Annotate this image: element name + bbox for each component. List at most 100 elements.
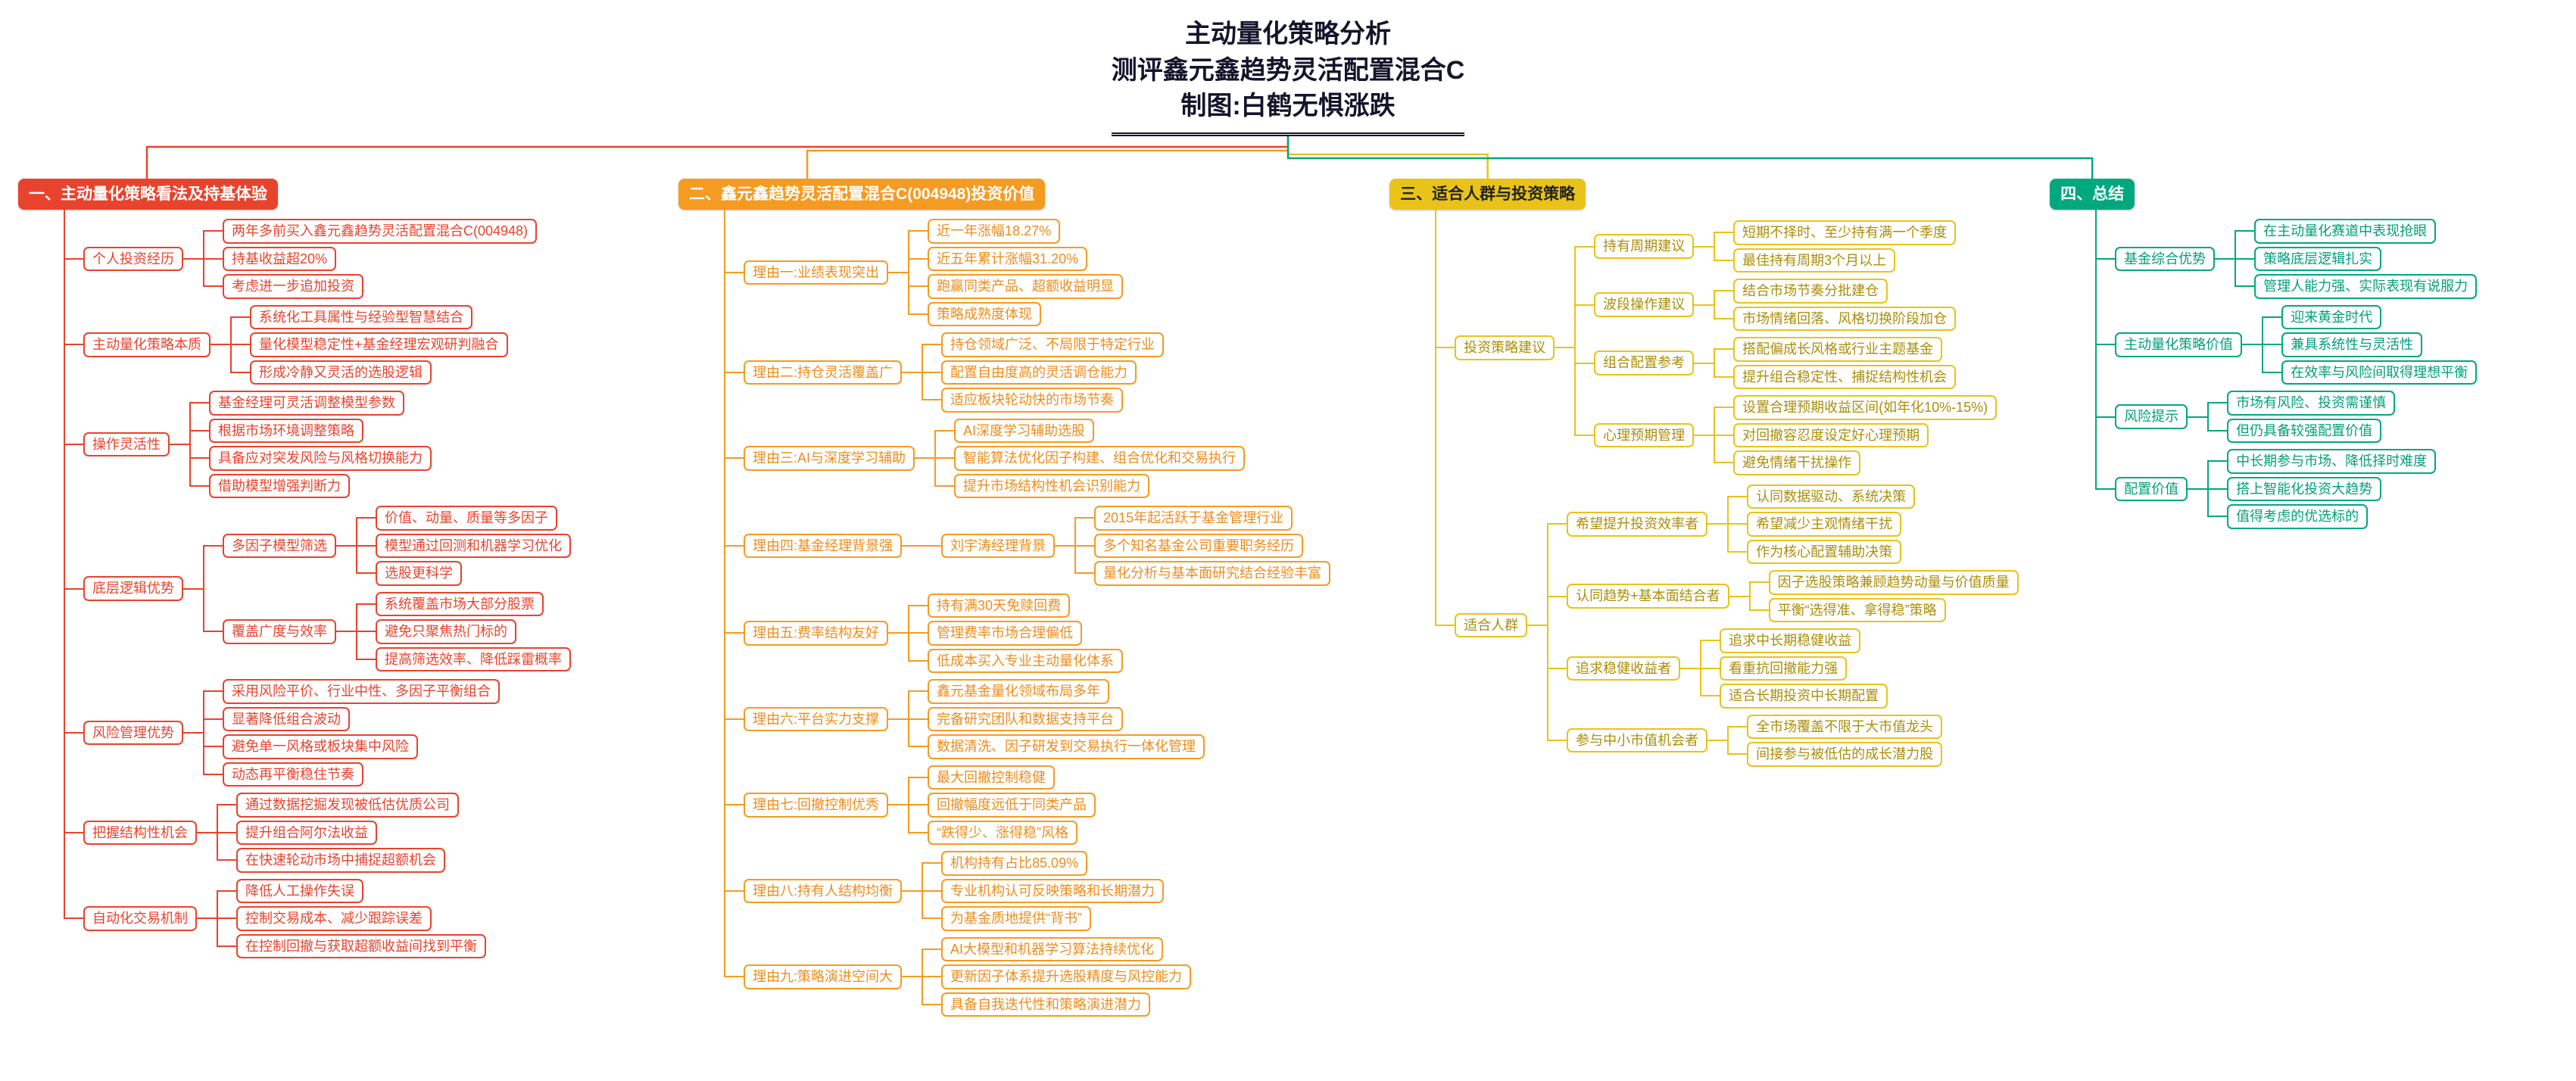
mindmap-node[interactable]: 模型通过回测和机器学习优化	[376, 533, 571, 559]
mindmap-node[interactable]: 通过数据挖掘发现被低估优质公司	[236, 793, 459, 818]
mindmap-node[interactable]: 基金综合优势	[2115, 246, 2216, 272]
mindmap-node[interactable]: 在快速轮动市场中捕捉超额机会	[236, 848, 445, 873]
mindmap-node[interactable]: 作为核心配置辅助决策	[1747, 539, 1902, 565]
mindmap-node[interactable]: 持基收益超20%	[223, 246, 337, 272]
mindmap-node[interactable]: 控制交易成本、减少跟踪误差	[236, 906, 432, 931]
mindmap-node[interactable]: 主动量化策略价值	[2115, 332, 2243, 357]
mindmap-node[interactable]: 理由八:持有人结构均衡	[744, 878, 903, 904]
mindmap-node[interactable]: 系统化工具属性与经验型智慧结合	[250, 304, 472, 330]
mindmap-node[interactable]: 降低人工操作失误	[236, 878, 363, 904]
mindmap-node[interactable]: 理由九:策略演进空间大	[744, 964, 903, 989]
mindmap-node[interactable]: 避免单一风格或板块集中风险	[223, 734, 418, 759]
mindmap-node[interactable]: 回撤幅度远低于同类产品	[928, 793, 1096, 818]
mindmap-node[interactable]: 把握结构性机会	[83, 820, 197, 846]
mindmap-node[interactable]: 因子选股策略兼顾趋势动量与价值质量	[1768, 570, 2019, 595]
mindmap-node[interactable]: 间接参与被低估的成长潜力股	[1747, 742, 1943, 767]
mindmap-node[interactable]: 值得考虑的优选标的	[2227, 504, 2369, 529]
mindmap-node[interactable]: 组合配置参考	[1594, 350, 1695, 375]
mindmap-node[interactable]: 近一年涨幅18.27%	[928, 219, 1061, 244]
mindmap-node[interactable]: 策略底层逻辑扎实	[2254, 246, 2382, 272]
mindmap-node[interactable]: 价值、动量、质量等多因子	[376, 506, 557, 531]
branch-root-node[interactable]: 一、主动量化策略看法及持基体验	[18, 178, 278, 210]
mindmap-node[interactable]: 多个知名基金公司重要职务经历	[1094, 533, 1304, 559]
mindmap-node[interactable]: 近五年累计涨幅31.20%	[928, 246, 1088, 272]
mindmap-node[interactable]: 刘宇涛经理背景	[941, 533, 1056, 559]
branch-root-node[interactable]: 二、鑫元鑫趋势灵活配置混合C(004948)投资价值	[678, 178, 1046, 210]
mindmap-node[interactable]: 全市场覆盖不限于大市值龙头	[1747, 714, 1943, 740]
mindmap-node[interactable]: 更新因子体系提升选股精度与风控能力	[941, 964, 1192, 989]
mindmap-node[interactable]: 策略成熟度体现	[928, 301, 1042, 327]
mindmap-node[interactable]: 但仍具备较强配置价值	[2227, 418, 2382, 444]
mindmap-node[interactable]: 具备应对突发风险与风格切换能力	[209, 446, 432, 471]
mindmap-node[interactable]: 短期不择时、至少持有满一个季度	[1733, 220, 1957, 245]
mindmap-node[interactable]: 动态再平衡稳住节奏	[223, 762, 363, 787]
mindmap-node[interactable]: 选股更科学	[376, 561, 462, 586]
mindmap-node[interactable]: 适合人群	[1455, 612, 1528, 638]
mindmap-node[interactable]: 根据市场环境调整策略	[209, 418, 363, 444]
mindmap-node[interactable]: 投资策略建议	[1455, 335, 1555, 360]
mindmap-node[interactable]: 专业机构认可反映策略和长期潜力	[941, 878, 1165, 904]
mindmap-node[interactable]: 理由七:回撤控制优秀	[744, 793, 889, 818]
mindmap-node[interactable]: 在主动量化赛道中表现抢眼	[2254, 219, 2437, 244]
mindmap-node[interactable]: 最佳持有周期3个月以上	[1733, 248, 1896, 273]
mindmap-node[interactable]: 2015年起活跃于基金管理行业	[1094, 506, 1293, 531]
mindmap-node[interactable]: 持有周期建议	[1594, 234, 1695, 259]
mindmap-node[interactable]: AI深度学习辅助选股	[954, 418, 1095, 444]
mindmap-node[interactable]: 操作灵活性	[83, 431, 170, 457]
mindmap-node[interactable]: 低成本买入专业主动量化体系	[928, 648, 1124, 674]
mindmap-node[interactable]: AI大模型和机器学习算法持续优化	[941, 936, 1164, 962]
mindmap-node[interactable]: 参与中小市值机会者	[1567, 727, 1708, 753]
mindmap-node[interactable]: 风险提示	[2115, 404, 2188, 429]
mindmap-node[interactable]: 认同数据驱动、系统决策	[1747, 484, 1916, 509]
mindmap-node[interactable]: 主动量化策略本质	[83, 332, 211, 357]
branch-root-node[interactable]: 四、总结	[2050, 178, 2135, 210]
mindmap-node[interactable]: 完备研究团队和数据支持平台	[928, 706, 1124, 732]
mindmap-node[interactable]: 对回撤容忍度设定好心理预期	[1733, 422, 1929, 448]
mindmap-node[interactable]: 市场有风险、投资需谨慎	[2227, 391, 2396, 416]
mindmap-node[interactable]: 考虑进一步追加投资	[223, 274, 363, 299]
mindmap-node[interactable]: 跑赢同类产品、超额收益明显	[928, 274, 1124, 299]
mindmap-node[interactable]: 迎来黄金时代	[2281, 304, 2382, 330]
mindmap-node[interactable]: 管理费率市场合理偏低	[928, 621, 1083, 646]
mindmap-node[interactable]: 理由二:持仓灵活覆盖广	[744, 360, 903, 385]
mindmap-node[interactable]: 采用风险平价、行业中性、多因子平衡组合	[223, 679, 500, 704]
mindmap-node[interactable]: 量化分析与基本面研究结合经验丰富	[1094, 561, 1331, 586]
mindmap-node[interactable]: 理由一:业绩表现突出	[744, 260, 889, 285]
mindmap-node[interactable]: 提升市场结构性机会识别能力	[954, 473, 1150, 499]
mindmap-node[interactable]: 避免情绪干扰操作	[1733, 450, 1861, 475]
mindmap-node[interactable]: 覆盖广度与效率	[223, 619, 336, 644]
mindmap-node[interactable]: 理由六:平台实力支撑	[744, 706, 889, 732]
mindmap-node[interactable]: 搭上智能化投资大趋势	[2227, 476, 2382, 502]
branch-root-node[interactable]: 三、适合人群与投资策略	[1389, 178, 1586, 210]
mindmap-node[interactable]: 具备自我迭代性和策略演进潜力	[941, 992, 1151, 1017]
mindmap-node[interactable]: 持有满30天免赎回费	[928, 593, 1071, 618]
mindmap-node[interactable]: 形成冷静又灵活的选股逻辑	[250, 360, 432, 385]
mindmap-node[interactable]: 系统覆盖市场大部分股票	[376, 591, 544, 617]
mindmap-node[interactable]: 认同趋势+基本面结合者	[1567, 584, 1729, 609]
mindmap-node[interactable]: 自动化交易机制	[83, 906, 197, 931]
mindmap-node[interactable]: 为基金质地提供“背书”	[941, 906, 1092, 931]
mindmap-node[interactable]: 多因子模型筛选	[223, 533, 336, 559]
mindmap-node[interactable]: 理由三:AI与深度学习辅助	[744, 446, 915, 471]
mindmap-node[interactable]: 持仓领域广泛、不局限于特定行业	[941, 332, 1165, 357]
mindmap-node[interactable]: 设置合理预期收益区间(如年化10%-15%)	[1733, 395, 1997, 420]
mindmap-node[interactable]: 管理人能力强、实际表现有说服力	[2254, 274, 2478, 299]
mindmap-node[interactable]: 波段操作建议	[1594, 292, 1695, 317]
mindmap-node[interactable]: 底层逻辑优势	[83, 576, 183, 601]
mindmap-node[interactable]: 看重抗回撤能力强	[1720, 656, 1848, 681]
mindmap-node[interactable]: 在效率与风险间取得理想平衡	[2281, 360, 2478, 385]
mindmap-node[interactable]: 最大回撤控制稳健	[928, 765, 1056, 790]
mindmap-node[interactable]: 中长期参与市场、降低择时难度	[2227, 449, 2437, 474]
mindmap-node[interactable]: 追求中长期稳健收益	[1720, 628, 1861, 653]
mindmap-node[interactable]: 适应板块轮动快的市场节奏	[941, 388, 1124, 413]
mindmap-node[interactable]: 理由四:基金经理背景强	[744, 533, 903, 559]
mindmap-node[interactable]: 智能算法优化因子构建、组合优化和交易执行	[954, 446, 1246, 471]
mindmap-node[interactable]: 兼具系统性与灵活性	[2281, 332, 2423, 357]
mindmap-node[interactable]: 心理预期管理	[1594, 422, 1695, 448]
mindmap-node[interactable]: 提升组合稳定性、捕捉结构性机会	[1733, 364, 1957, 390]
mindmap-node[interactable]: 机构持有占比85.09%	[941, 851, 1088, 876]
mindmap-node[interactable]: 配置自由度高的灵活调仓能力	[941, 360, 1137, 385]
mindmap-node[interactable]: 适合长期投资中长期配置	[1720, 684, 1888, 709]
mindmap-node[interactable]: 提高筛选效率、降低踩雷概率	[376, 646, 571, 672]
mindmap-node[interactable]: 提升组合阿尔法收益	[236, 820, 377, 846]
